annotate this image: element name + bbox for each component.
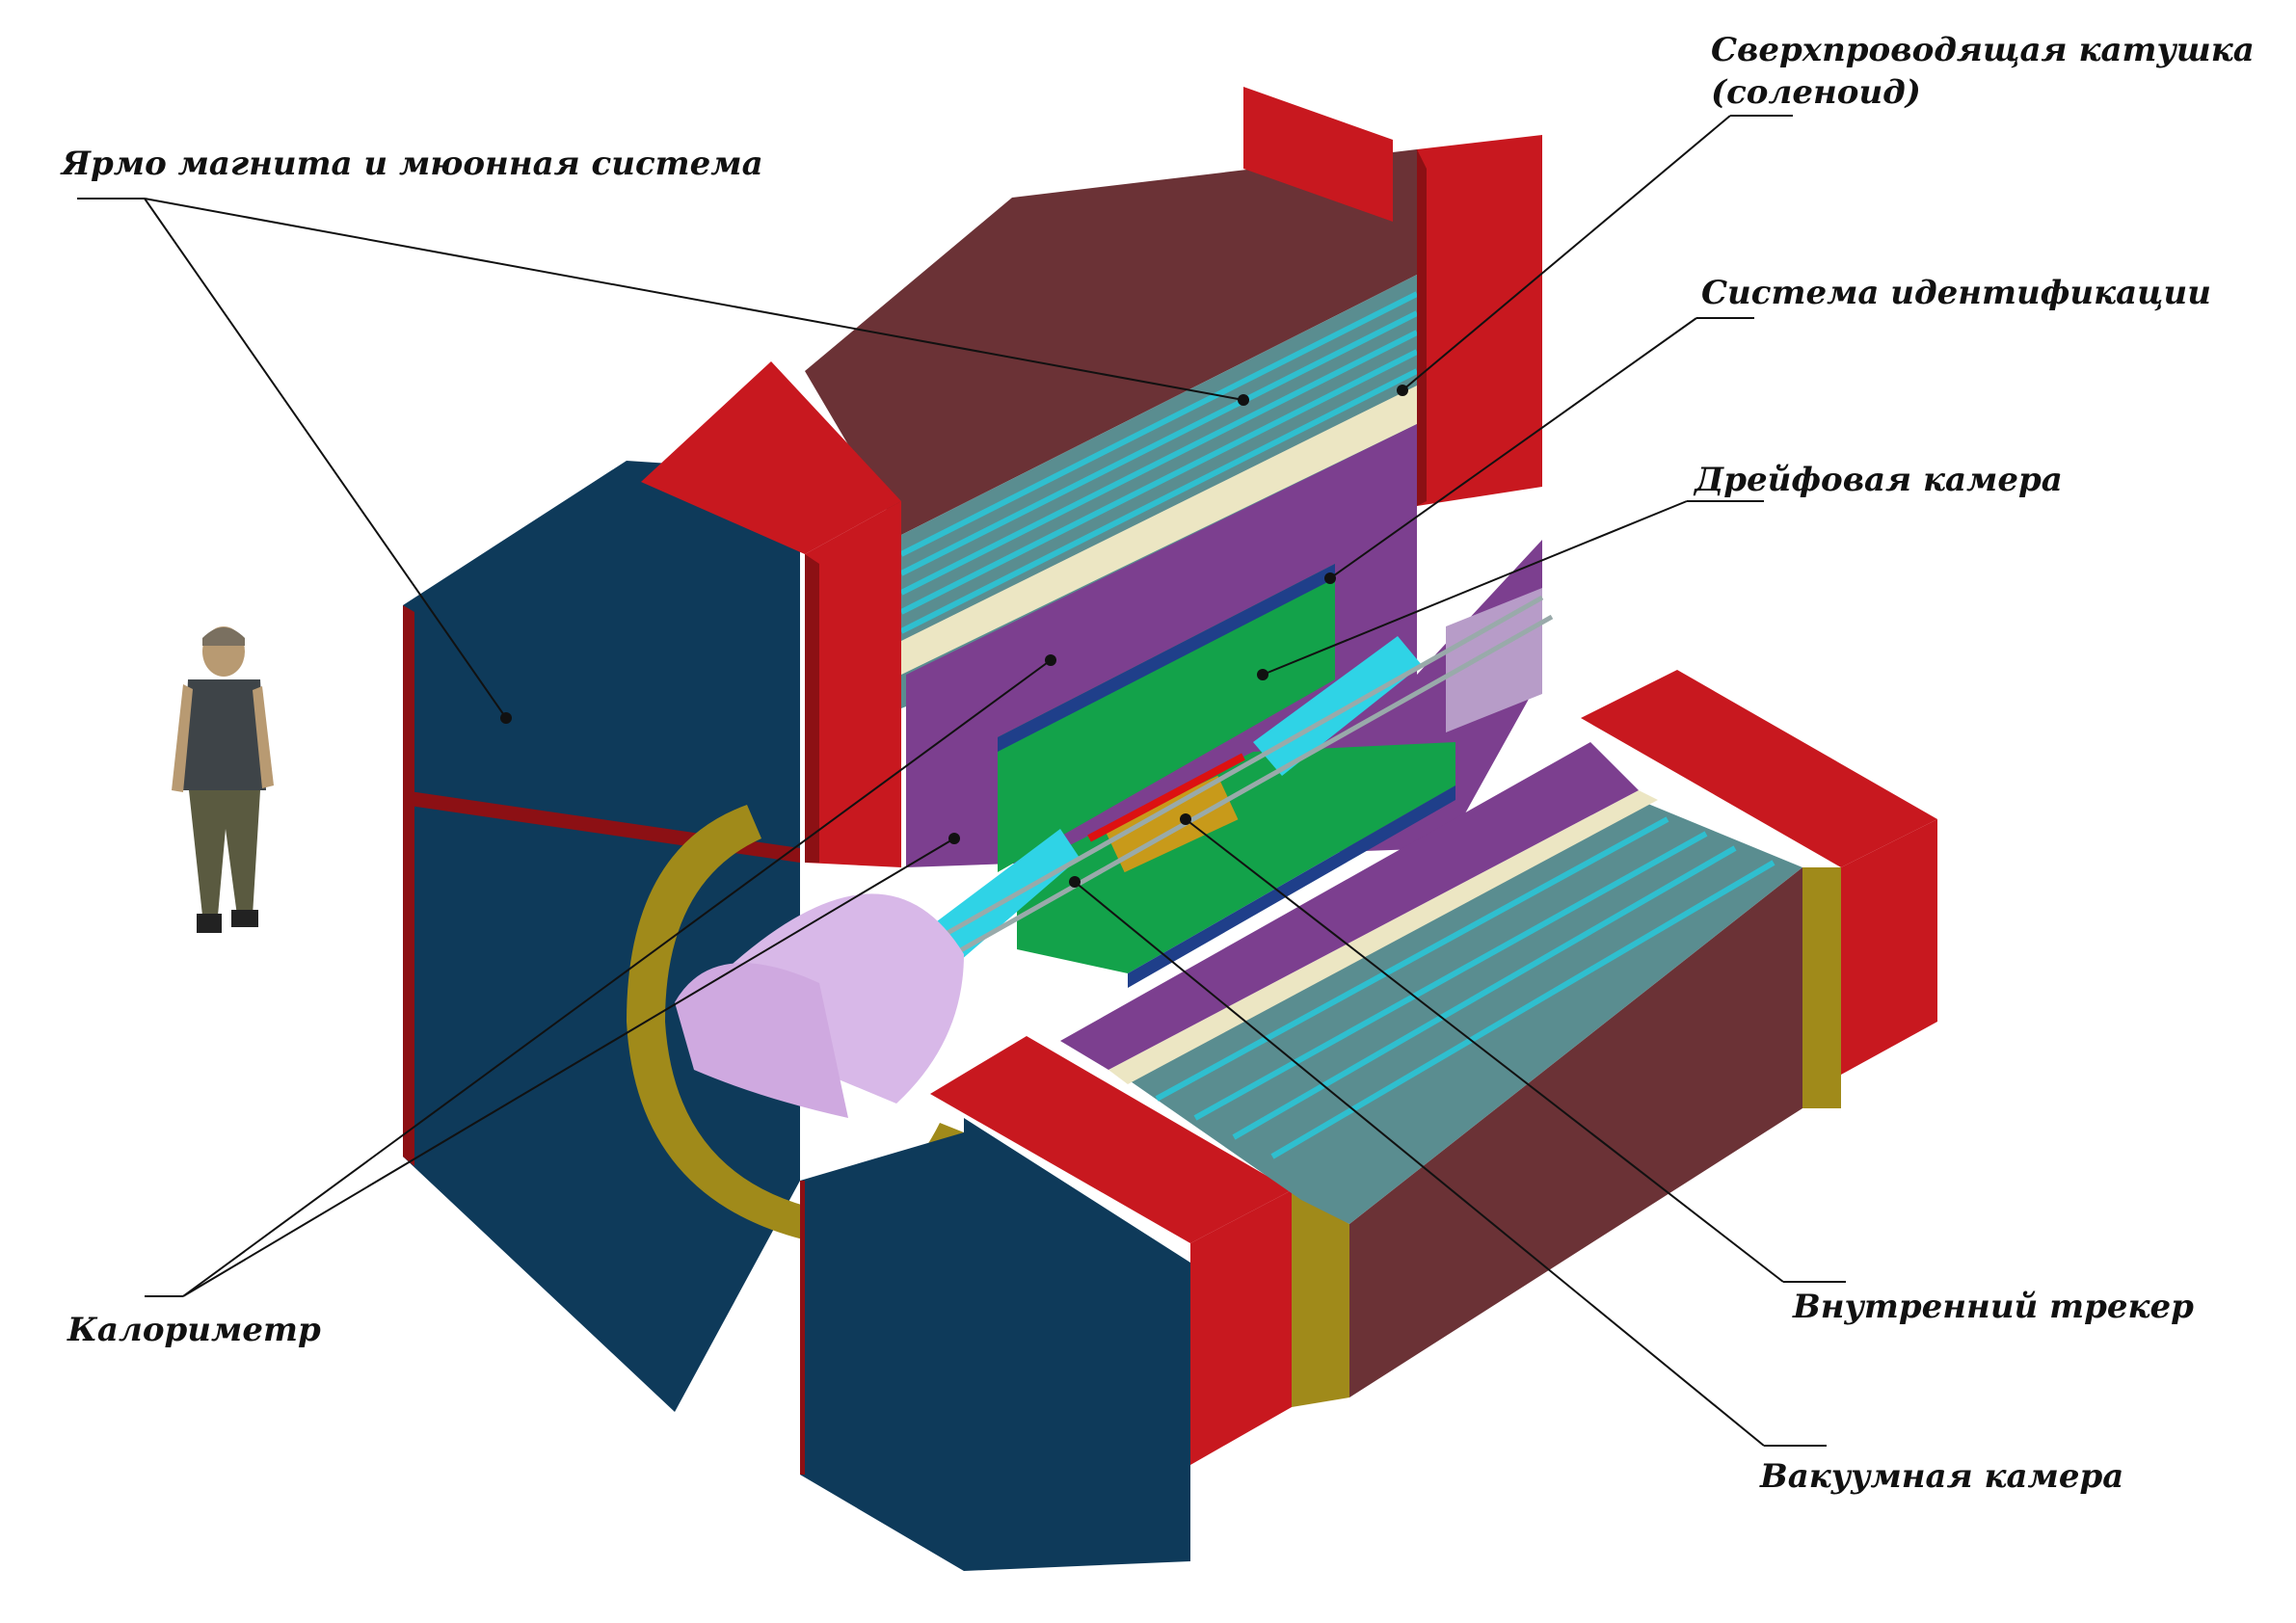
yoke-bottom-right-slab [1060, 742, 1802, 1397]
yoke-front-lower [800, 1118, 1190, 1571]
solenoid-bottom [1108, 790, 1658, 1084]
yoke-red-block-top-front [641, 361, 901, 867]
person-scale-figure [172, 626, 274, 933]
yoke-endcap-top-right [1243, 87, 1542, 506]
yoke-red-block-bottom-front [930, 1036, 1349, 1465]
calorimeter-funnel [675, 893, 964, 1118]
label-drift-chamber: Дрейфовая камера [1695, 461, 2063, 499]
leader-lines [77, 115, 1846, 1447]
yoke-top-slab [805, 149, 1419, 708]
label-superconducting-coil: Сверхпроводящая катушка [1711, 31, 2255, 69]
label-vacuum-chamber: Вакуумная камера [1760, 1457, 2124, 1496]
label-inner-tracker: Внутренний трекер [1793, 1288, 2194, 1326]
yoke-endcap-front [403, 461, 800, 1412]
label-identification-system: Система идентификации [1701, 274, 2211, 312]
leader-dots [500, 385, 1408, 888]
label-calorimeter: Калориметр [67, 1311, 321, 1349]
solenoid-top [901, 386, 1417, 675]
label-solenoid: (соленоид) [1711, 73, 1921, 112]
label-yoke-muon: Ярмо магнита и мюонная система [62, 145, 763, 183]
yoke-endcap-bottom-right [1581, 670, 1937, 1108]
